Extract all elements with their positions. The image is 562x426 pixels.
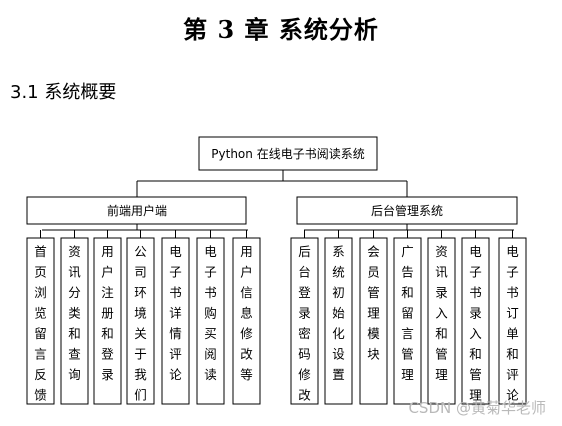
module-label: 电子书订单和评论 [506,244,519,403]
root-node: Python 在线电子书阅读系统 [198,136,378,171]
section-title: 3.1 系统概要 [10,82,117,103]
module-label: 用户信息修改等 [240,244,253,382]
module-label: 电子书录入和管理 [469,244,482,403]
module-label: 资讯录入和管理 [435,244,448,382]
front-module-5: 电子书详情评论 [161,237,190,405]
module-label: 首页浏览留言反馈 [34,244,47,403]
module-nodes: 首页浏览留言反馈 资讯分类和查询 用户注册和登录 公司环境关于我们 电子书详情评论 电子书… [26,230,527,405]
module-label: 后台登录密码修改 [298,244,311,403]
front-module-1: 首页浏览留言反馈 [26,237,55,405]
back-module-1: 后台登录密码修改 [290,237,319,405]
chapter-heading: 第 3 章 系统分析 [183,15,379,44]
front-end-label: 前端用户端 [107,203,167,218]
module-label: 资讯分类和查询 [68,244,81,382]
back-end-label: 后台管理系统 [371,203,443,218]
module-label: 会员管理模块 [367,244,380,362]
root-node-label: Python 在线电子书阅读系统 [211,147,364,161]
back-module-4: 广告和留言管理 [393,237,422,405]
back-end-node: 后台管理系统 [296,196,518,225]
back-module-3: 会员管理模块 [359,237,388,405]
front-module-7: 用户信息修改等 [232,237,261,405]
back-module-6: 电子书录入和管理 [461,237,490,405]
module-label: 电子书详情评论 [169,244,182,382]
module-label: 电子书购买阅读 [204,244,217,382]
back-module-7: 电子书订单和评论 [498,237,527,405]
back-module-5: 资讯录入和管理 [427,237,456,405]
module-label: 系统初始化设置 [332,244,345,382]
front-module-6: 电子书购买阅读 [196,237,225,405]
back-module-2: 系统初始化设置 [324,237,353,405]
front-module-3: 用户注册和登录 [93,237,122,405]
front-module-4: 公司环境关于我们 [126,237,155,405]
module-label: 用户注册和登录 [101,244,114,382]
front-end-node: 前端用户端 [26,196,247,225]
module-label: 广告和留言管理 [401,244,414,382]
front-module-2: 资讯分类和查询 [60,237,89,405]
module-label: 公司环境关于我们 [134,244,147,403]
watermark: CSDN @黄菊华老师 [408,399,546,417]
